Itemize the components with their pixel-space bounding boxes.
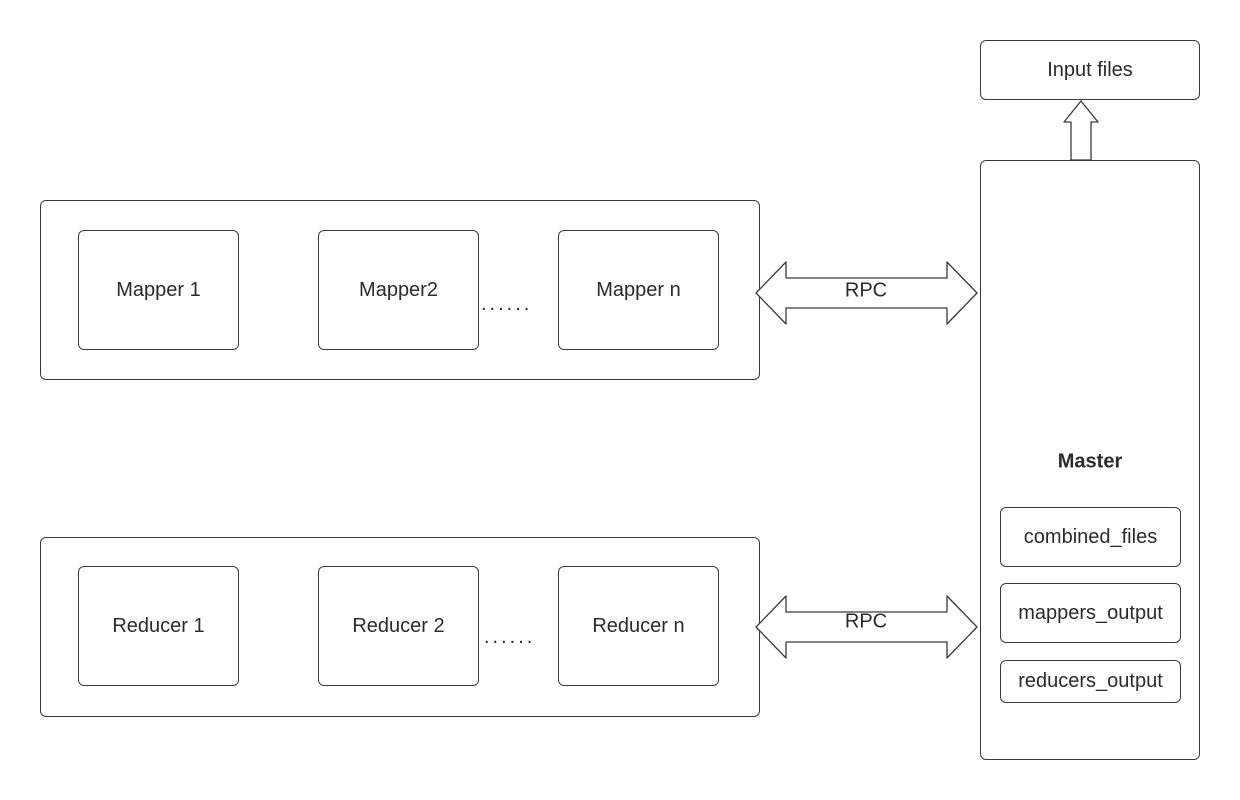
reducer-ellipsis: ...... xyxy=(484,626,536,648)
mapper-node-2: Mapper2 xyxy=(318,230,479,350)
store-mappers-output: mappers_output xyxy=(1000,583,1181,643)
mapper-node-n: Mapper n xyxy=(558,230,719,350)
master-title: Master xyxy=(1057,450,1123,473)
store-combined-files: combined_files xyxy=(1000,507,1181,567)
reducer-node-n: Reducer n xyxy=(558,566,719,686)
reducer-node-2: Reducer 2 xyxy=(318,566,479,686)
input-files-node: Input files xyxy=(980,40,1200,100)
mapper-ellipsis: ...... xyxy=(481,293,533,315)
reducer-node-1: Reducer 1 xyxy=(78,566,239,686)
rpc-label-bottom: RPC xyxy=(844,610,888,633)
store-reducers-output: reducers_output xyxy=(1000,660,1181,703)
mapper-node-1: Mapper 1 xyxy=(78,230,239,350)
rpc-label-top: RPC xyxy=(844,279,888,302)
master-to-input-arrow xyxy=(1063,100,1099,161)
